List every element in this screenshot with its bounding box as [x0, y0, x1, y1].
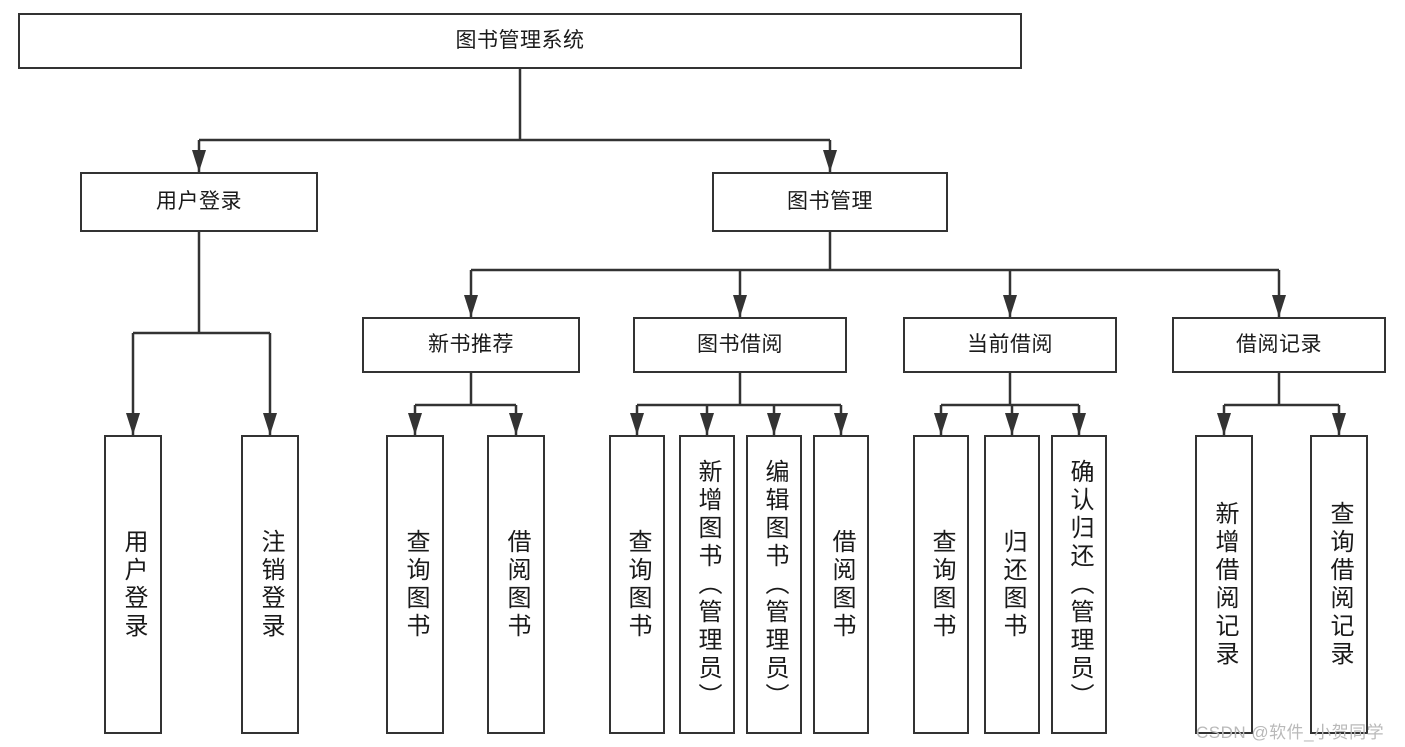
- node-leaf-edit-book: 编辑图书（管理员）: [746, 435, 802, 734]
- node-label: 确认归还（管理员）: [1066, 458, 1093, 711]
- arrow-icon-leaf-query-record: [1332, 413, 1346, 435]
- arrow-icon-leaf-confirm-return: [1072, 413, 1086, 435]
- node-label: 借阅图书: [828, 528, 855, 641]
- arrow-icon-leaf-borrow-book-2: [834, 413, 848, 435]
- arrow-icon-leaf-add-record: [1217, 413, 1231, 435]
- node-leaf-logout: 注销登录: [241, 435, 299, 734]
- node-label: 当前借阅: [967, 333, 1053, 357]
- node-current-borrow: 当前借阅: [903, 317, 1117, 373]
- node-root: 图书管理系统: [18, 13, 1022, 69]
- node-label: 查询图书: [928, 528, 955, 641]
- arrow-icon-leaf-query-book-2: [630, 413, 644, 435]
- node-leaf-query-book-3: 查询图书: [913, 435, 969, 734]
- arrow-icon-book-manage: [823, 150, 837, 172]
- node-label: 借阅图书: [503, 528, 530, 641]
- node-user-login: 用户登录: [80, 172, 318, 232]
- node-label: 查询图书: [624, 528, 651, 641]
- arrow-icon-leaf-add-book: [700, 413, 714, 435]
- node-label: 新增图书（管理员）: [694, 458, 721, 711]
- arrow-icon-book-borrow: [733, 295, 747, 317]
- arrow-icon-leaf-borrow-book-1: [509, 413, 523, 435]
- node-label: 查询借阅记录: [1326, 500, 1353, 669]
- node-label: 编辑图书（管理员）: [761, 458, 788, 711]
- arrow-icon-leaf-query-book-1: [408, 413, 422, 435]
- node-leaf-add-book: 新增图书（管理员）: [679, 435, 735, 734]
- arrow-icon-new-book-rec: [464, 295, 478, 317]
- node-leaf-query-book-2: 查询图书: [609, 435, 665, 734]
- node-leaf-return-book: 归还图书: [984, 435, 1040, 734]
- arrow-icon-current-borrow: [1003, 295, 1017, 317]
- node-leaf-query-record: 查询借阅记录: [1310, 435, 1368, 734]
- node-label: 用户登录: [156, 190, 242, 214]
- arrow-icon-leaf-query-book-3: [934, 413, 948, 435]
- node-label: 注销登录: [257, 528, 284, 641]
- node-label: 图书借阅: [697, 333, 783, 357]
- node-borrow-record: 借阅记录: [1172, 317, 1386, 373]
- node-label: 借阅记录: [1236, 333, 1322, 357]
- arrow-icon-leaf-logout: [263, 413, 277, 435]
- node-new-book-rec: 新书推荐: [362, 317, 580, 373]
- node-leaf-borrow-book-2: 借阅图书: [813, 435, 869, 734]
- node-book-manage: 图书管理: [712, 172, 948, 232]
- node-label: 图书管理系统: [455, 29, 585, 53]
- node-leaf-query-book-1: 查询图书: [386, 435, 444, 734]
- node-leaf-borrow-book-1: 借阅图书: [487, 435, 545, 734]
- node-label: 图书管理: [787, 190, 873, 214]
- node-label: 新增借阅记录: [1211, 500, 1238, 669]
- node-leaf-user-login: 用户登录: [104, 435, 162, 734]
- node-label: 查询图书: [402, 528, 429, 641]
- node-book-borrow: 图书借阅: [633, 317, 847, 373]
- node-label: 新书推荐: [428, 333, 514, 357]
- node-leaf-add-record: 新增借阅记录: [1195, 435, 1253, 734]
- node-leaf-confirm-return: 确认归还（管理员）: [1051, 435, 1107, 734]
- arrow-icon-leaf-return-book: [1005, 413, 1019, 435]
- arrow-icon-borrow-record: [1272, 295, 1286, 317]
- arrow-icon-user-login: [192, 150, 206, 172]
- arrow-icon-leaf-edit-book: [767, 413, 781, 435]
- node-label: 归还图书: [999, 528, 1026, 641]
- arrow-icon-leaf-user-login: [126, 413, 140, 435]
- node-label: 用户登录: [120, 528, 147, 641]
